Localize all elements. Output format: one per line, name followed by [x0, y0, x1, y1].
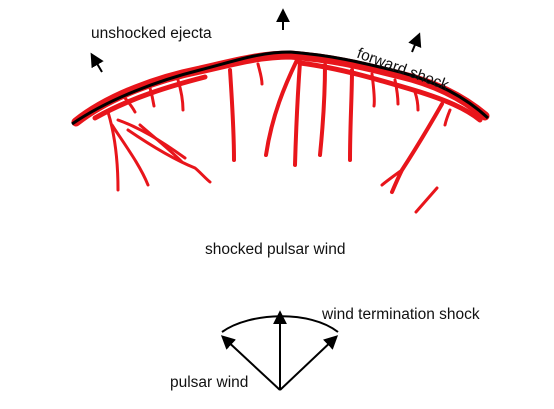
pulsar-wind-arrow-icon	[279, 335, 339, 391]
filament	[348, 68, 354, 162]
pulsar-wind-label: pulsar wind	[170, 374, 249, 391]
filament	[380, 168, 404, 187]
filament	[256, 62, 264, 86]
rt-filaments	[71, 50, 490, 214]
filament	[264, 58, 299, 157]
filament	[138, 123, 184, 164]
outward-arrow-icon	[90, 52, 104, 73]
wind-termination-shock-label: wind termination shock	[322, 306, 480, 323]
filament	[123, 96, 137, 114]
pulsar-wind-arrow-icon	[220, 335, 281, 391]
filament	[126, 128, 212, 184]
swept-shell	[71, 50, 490, 127]
filament	[393, 78, 400, 106]
shocked-pulsar-wind-label: shocked pulsar wind	[205, 241, 346, 258]
filament	[390, 102, 444, 194]
filament	[110, 123, 150, 187]
unshocked-ejecta-label: unshocked ejecta	[91, 25, 212, 42]
filament	[413, 90, 420, 112]
filament	[176, 78, 185, 112]
outward-arrow-icon	[408, 32, 422, 53]
filament	[370, 72, 376, 108]
filament	[443, 108, 452, 127]
filament	[293, 60, 302, 167]
filament	[318, 63, 327, 157]
filament	[148, 86, 156, 108]
filament	[414, 186, 439, 214]
filament	[106, 110, 120, 192]
filament	[228, 68, 236, 162]
filament	[116, 118, 187, 160]
forward-shock-line	[71, 50, 490, 126]
